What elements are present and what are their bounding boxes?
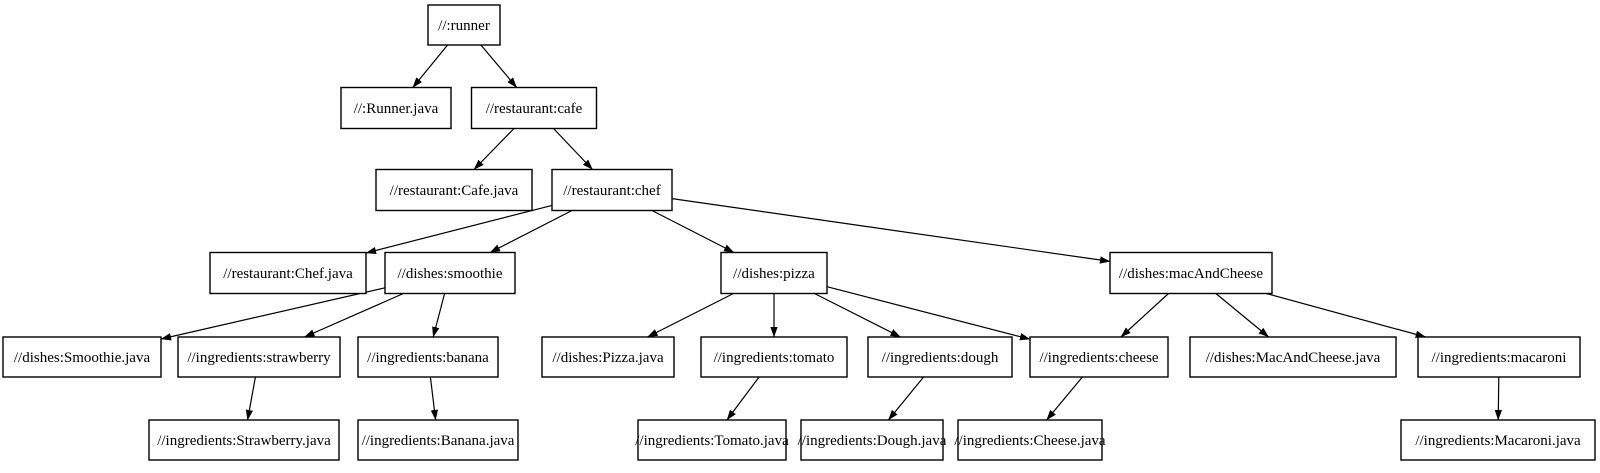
node-runner: //:runner: [427, 4, 501, 46]
node-pizza: //dishes:pizza: [720, 251, 828, 295]
node-box-strawberry: [177, 336, 341, 378]
node-label-cafe: //restaurant:cafe: [486, 101, 583, 117]
edge-runner-to-runner_java: [412, 44, 449, 88]
node-macaroni: //ingredients:macaroni: [1417, 336, 1581, 378]
node-banana: //ingredients:banana: [357, 336, 499, 378]
edges-layer: [160, 44, 1503, 421]
node-box-runner_java: [340, 86, 452, 130]
node-runner_java: //:Runner.java: [340, 86, 452, 130]
node-label-dough: //ingredients:dough: [882, 350, 999, 366]
edge-dough-to-dough_java: [887, 376, 925, 421]
nodes-layer: //:runner //:Runner.java //restaurant:cafe…: [2, 4, 1596, 461]
node-box-macaroni: [1417, 336, 1581, 378]
node-label-tomato: //ingredients:tomato: [714, 350, 835, 366]
node-macandcheese: //dishes:macAndCheese: [1109, 251, 1273, 295]
edge-smoothie-to-strawberry: [304, 292, 404, 338]
node-smoothie: //dishes:smoothie: [384, 251, 516, 295]
edge-smoothie-to-smoothie_java: [160, 287, 386, 341]
node-label-cafe_java: //restaurant:Cafe.java: [390, 183, 519, 199]
node-cafe_java: //restaurant:Cafe.java: [375, 168, 533, 212]
edge-cafe-to-cafe_java: [473, 128, 515, 170]
edge-runner-to-cafe: [480, 44, 518, 88]
edge-banana-to-banana_java: [429, 376, 439, 421]
node-chef: //restaurant:chef: [551, 168, 673, 212]
node-box-macaroni_java: [1400, 419, 1596, 461]
node-box-strawberry_java: [148, 419, 340, 461]
node-tomato_java: //ingredients:Tomato.java: [635, 419, 789, 461]
edge-macandcheese-to-cheese: [1120, 293, 1169, 338]
node-tomato: //ingredients:tomato: [700, 336, 848, 378]
node-label-smoothie_java: //dishes:Smoothie.java: [14, 350, 151, 366]
node-box-smoothie: [384, 251, 516, 295]
edge-smoothie-to-banana: [432, 293, 446, 338]
edge-pizza-to-cheese: [826, 286, 1031, 341]
node-label-runner_java: //:Runner.java: [354, 101, 439, 117]
node-box-cheese: [1029, 336, 1169, 378]
node-label-strawberry_java: //ingredients:Strawberry.java: [157, 433, 331, 449]
node-box-macandcheese_java: [1189, 336, 1397, 378]
node-cheese_java: //ingredients:Cheese.java: [954, 419, 1106, 461]
node-box-macandcheese: [1109, 251, 1273, 295]
edge-chef-to-chef_java: [365, 204, 553, 255]
node-label-cheese_java: //ingredients:Cheese.java: [954, 433, 1106, 449]
node-label-runner: //:runner: [438, 18, 490, 34]
node-cheese: //ingredients:cheese: [1029, 336, 1169, 378]
node-label-strawberry: //ingredients:strawberry: [187, 350, 331, 366]
node-box-tomato: [700, 336, 848, 378]
node-label-dough_java: //ingredients:Dough.java: [798, 433, 947, 449]
node-label-banana: //ingredients:banana: [367, 350, 489, 366]
edge-chef-to-smoothie: [489, 209, 573, 254]
node-label-macandcheese_java: //dishes:MacAndCheese.java: [1206, 350, 1381, 366]
node-smoothie_java: //dishes:Smoothie.java: [2, 336, 162, 378]
node-cafe: //restaurant:cafe: [470, 86, 598, 130]
node-label-pizza: //dishes:pizza: [733, 266, 815, 282]
edge-chef-to-pizza: [651, 209, 735, 254]
node-label-macandcheese: //dishes:macAndCheese: [1119, 266, 1263, 282]
node-box-cafe_java: [375, 168, 533, 212]
node-box-dough: [867, 336, 1013, 378]
node-box-tomato_java: [637, 419, 787, 461]
edge-macandcheese-to-macaroni: [1266, 292, 1427, 338]
node-box-dough_java: [800, 419, 944, 461]
node-pizza_java: //dishes:Pizza.java: [541, 336, 675, 378]
node-box-runner: [427, 4, 501, 46]
node-strawberry: //ingredients:strawberry: [177, 336, 341, 378]
edge-macaroni-to-macaroni_java: [1494, 376, 1503, 421]
node-macandcheese_java: //dishes:MacAndCheese.java: [1189, 336, 1397, 378]
node-box-smoothie_java: [2, 336, 162, 378]
node-box-banana: [357, 336, 499, 378]
edge-pizza-to-pizza_java: [647, 292, 734, 338]
node-label-pizza_java: //dishes:Pizza.java: [552, 350, 664, 366]
node-strawberry_java: //ingredients:Strawberry.java: [148, 419, 340, 461]
node-box-chef: [551, 168, 673, 212]
edge-strawberry-to-strawberry_java: [245, 376, 256, 421]
node-label-chef: //restaurant:chef: [563, 183, 660, 199]
node-label-cheese: //ingredients:cheese: [1039, 350, 1158, 366]
node-chef_java: //restaurant:Chef.java: [209, 251, 367, 295]
node-label-smoothie: //dishes:smoothie: [398, 266, 503, 282]
node-box-pizza: [720, 251, 828, 295]
node-label-banana_java: //ingredients:Banana.java: [362, 433, 515, 449]
edge-macandcheese-to-macandcheese_java: [1215, 293, 1270, 338]
node-dough_java: //ingredients:Dough.java: [798, 419, 947, 461]
node-box-chef_java: [209, 251, 367, 295]
node-dough: //ingredients:dough: [867, 336, 1013, 378]
node-box-cafe: [470, 86, 598, 130]
edge-chef-to-macandcheese: [671, 198, 1111, 264]
node-macaroni_java: //ingredients:Macaroni.java: [1400, 419, 1596, 461]
node-box-cheese_java: [957, 419, 1103, 461]
node-label-macaroni_java: //ingredients:Macaroni.java: [1415, 433, 1581, 449]
node-label-macaroni: //ingredients:macaroni: [1432, 350, 1567, 366]
edge-cafe-to-chef: [553, 128, 593, 170]
node-box-banana_java: [357, 419, 519, 461]
edge-cheese-to-cheese_java: [1046, 376, 1083, 421]
edge-pizza-to-dough: [814, 292, 901, 338]
edge-tomato-to-tomato_java: [726, 376, 760, 421]
node-banana_java: //ingredients:Banana.java: [357, 419, 519, 461]
node-label-tomato_java: //ingredients:Tomato.java: [635, 433, 789, 449]
node-box-pizza_java: [541, 336, 675, 378]
node-label-chef_java: //restaurant:Chef.java: [223, 266, 353, 282]
